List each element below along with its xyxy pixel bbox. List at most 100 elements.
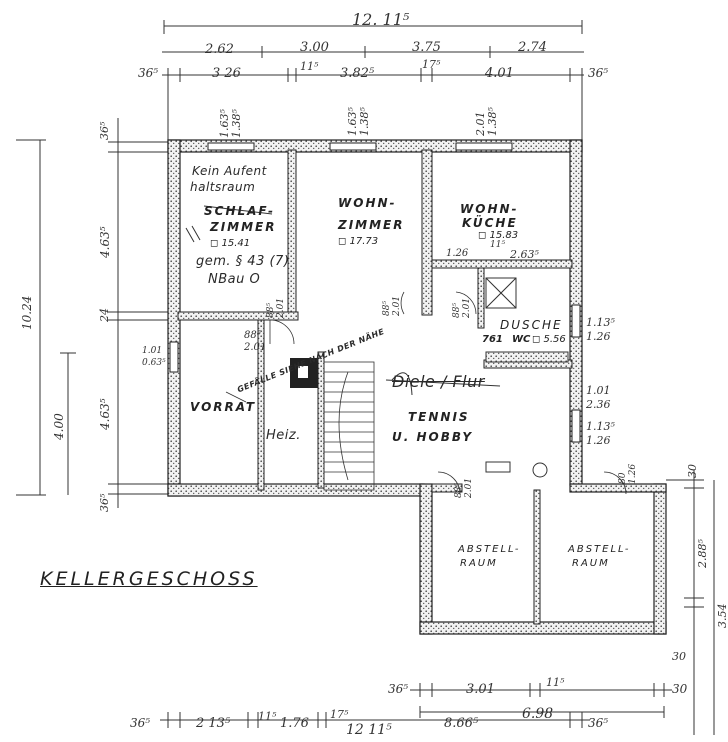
room-heiz: Heiz. (266, 428, 301, 443)
annex-overall: 6.98 (522, 706, 554, 722)
bottom-dim-1: 36⁵ (130, 716, 151, 730)
window3-dim-b: 1.38⁵ (486, 107, 499, 136)
dim-top-4: 2.74 (518, 40, 547, 55)
dim-top2-2: 3 26 (212, 66, 241, 81)
dim-top2-1: 36⁵ (138, 66, 159, 80)
room-wohn-name-1: WOHN- (338, 196, 397, 210)
note-gem: gem. § 43 (7) (196, 254, 290, 269)
inner-walls (177, 149, 573, 625)
plan-title: KELLERGESCHOSS (40, 568, 258, 590)
annex-dim-1: 36⁵ (388, 682, 409, 696)
room-kueche-area: ◻ 15.83 (478, 230, 519, 241)
right-dim-2: 2.88⁵ (696, 539, 709, 568)
left-window-dim-b: 0.63⁵ (142, 358, 166, 368)
right-window1-dim-b: 1.26 (586, 330, 611, 343)
door5-dim-a: 88⁵ (454, 482, 464, 498)
left-seg-5: 36⁵ (98, 493, 111, 512)
room-tennis-name-1: TENNIS (408, 410, 470, 424)
dimension-lines-bottom (160, 683, 672, 728)
left-seg-1: 36⁵ (98, 121, 111, 140)
dimension-lines-left (16, 118, 168, 508)
room-dusche-sub: 761 (482, 334, 503, 345)
dim-top-3: 3.75 (412, 40, 441, 55)
left-seg-2: 4.63⁵ (98, 226, 112, 258)
right-window3-dim-a: 1.13⁵ (586, 420, 615, 433)
hand-marks (185, 205, 548, 478)
room-abstell2-name-2: RAUM (572, 558, 610, 569)
room-tennis-name-2: U. HOBBY (392, 430, 474, 444)
window2-dim-b: 1.38⁵ (358, 107, 371, 136)
door6-dim-a: 80 (618, 472, 628, 484)
windows (169, 142, 581, 443)
door-swings (225, 291, 627, 495)
right-dim-4: 30 (672, 650, 686, 663)
left-seg-3: 24 (98, 308, 111, 322)
door1-dim-a: 88⁵ (244, 330, 261, 341)
room-abstell2-name-1: ABSTELL- (568, 544, 631, 555)
room-schlaf-area: ◻ 15.41 (210, 238, 251, 249)
room-schlaf-name-1: SCHLAF- (204, 204, 276, 218)
door2-dim-b: 2.01 (276, 297, 286, 318)
kitchen-dim-2: 11⁵ (490, 240, 506, 250)
door3-dim-a: 88⁵ (382, 300, 392, 316)
bottom-dim-4: 1.76 (280, 716, 309, 731)
overall-width-bottom: 12 11⁵ (346, 722, 392, 738)
bottom-dim-6: 8.66⁵ (444, 716, 479, 731)
dim-top2-4: 3.82⁵ (340, 66, 375, 81)
room-abstell1-name-1: ABSTELL- (458, 544, 521, 555)
overall-depth: 10.24 (20, 295, 34, 330)
door4-dim-b: 2.01 (462, 297, 472, 318)
window1-dim-b: 1.38⁵ (230, 109, 243, 138)
dim-top2-7: 36⁵ (588, 66, 609, 80)
right-window1-dim-a: 1.13⁵ (586, 316, 615, 329)
annex-dim-4: 30 (672, 682, 688, 696)
room-wohn-area: ◻ 17.73 (338, 236, 379, 247)
left-seg-4: 4.63⁵ (98, 398, 112, 430)
overall-width-top: 12. 11⁵ (352, 10, 410, 29)
door2-dim-a: 88⁵ (266, 302, 276, 318)
room-dusche-area: ◻ 5.56 (532, 334, 566, 345)
door6-dim-b: 1.26 (628, 463, 638, 484)
staircase (323, 361, 375, 491)
bottom-dim-5: 17⁵ (330, 708, 349, 721)
note-nbauo: NBau O (208, 272, 261, 287)
room-kueche-name-1: WOHN- (460, 202, 519, 216)
kitchen-dim-3: 2.63⁵ (510, 248, 539, 261)
dimension-lines-top (162, 20, 584, 140)
door5-dim-b: 2.01 (464, 477, 474, 498)
dim-top-1: 2.62 (205, 42, 234, 57)
door3-dim-b: 2.01 (392, 295, 402, 316)
room-vorrat: VORRAT (190, 400, 257, 414)
room-abstell1-name-2: RAUM (460, 558, 498, 569)
room-diele-crossed: Diele / Flur (392, 372, 485, 391)
right-window3-dim-b: 1.26 (586, 434, 611, 447)
bottom-dim-7: 36⁵ (588, 716, 609, 730)
shower (485, 277, 569, 363)
door1-dim-b: 2.01 (244, 342, 267, 353)
dim-top-2: 3.00 (300, 40, 329, 55)
room-kueche-name-2: KÜCHE (462, 216, 518, 230)
dim-top2-3: 11⁵ (300, 60, 319, 73)
right-dim-3: 3.54 (716, 603, 728, 629)
right-window2-dim-b: 2.36 (586, 398, 611, 411)
note-kein-1: Kein Aufent (192, 164, 267, 178)
dimension-lines-right (666, 470, 715, 735)
left-window-dim-a: 1.01 (142, 346, 163, 356)
note-kein-2: haltsraum (190, 180, 256, 194)
door4-dim-a: 88⁵ (452, 302, 462, 318)
chimney (290, 358, 318, 388)
dim-top2-6: 4.01 (485, 66, 514, 81)
room-dusche-wc: WC (512, 334, 531, 345)
annex-dim-3: 11⁵ (546, 676, 565, 689)
dim-top2-5: 17⁵ (422, 58, 441, 71)
room-schlaf-name-2: ZIMMER (210, 220, 277, 234)
depth-sub: 4.00 (52, 413, 66, 440)
right-window2-dim-a: 1.01 (586, 384, 611, 397)
bottom-dim-3: 11⁵ (258, 710, 277, 723)
room-wohn-name-2: ZIMMER (338, 218, 405, 232)
right-dim-1: 30 (686, 464, 699, 478)
bottom-dim-2: 2 13⁵ (196, 716, 231, 731)
room-dusche-name: DUSCHE (500, 318, 563, 332)
kitchen-dim-1: 1.26 (446, 248, 469, 259)
